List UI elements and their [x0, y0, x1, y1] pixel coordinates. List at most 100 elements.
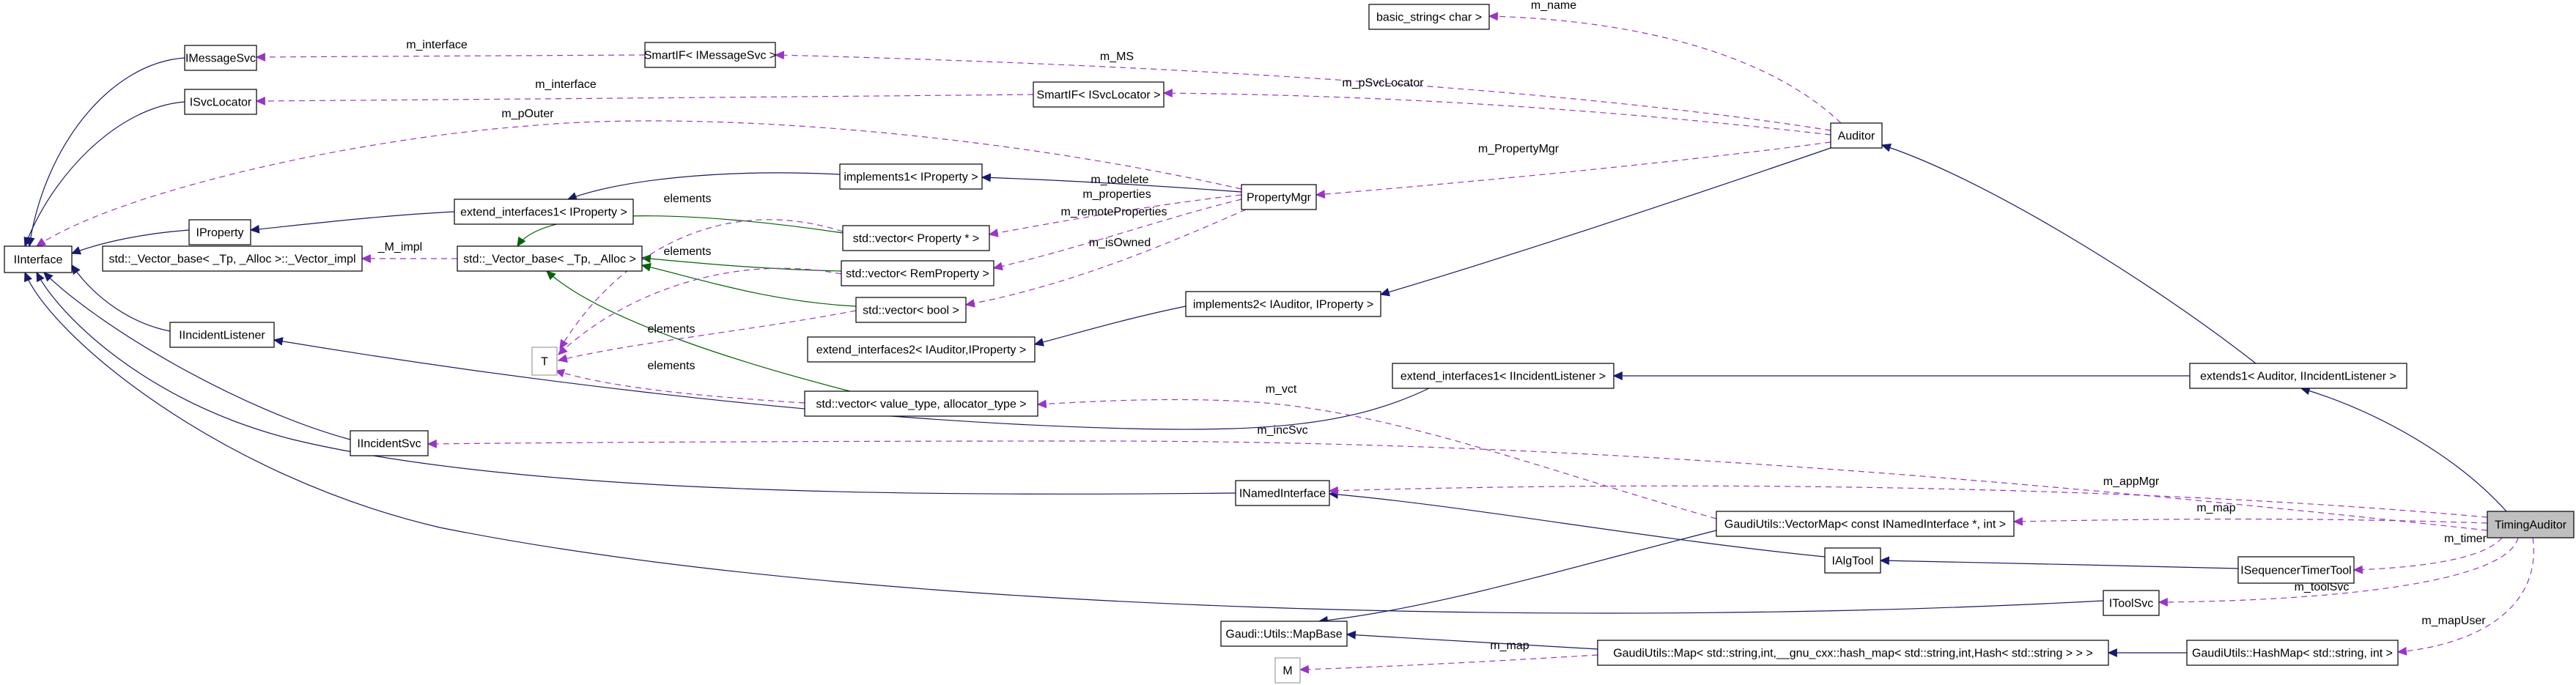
- edge-vec_bool-VectorBase: [641, 262, 857, 307]
- node-label-Auditor: Auditor: [1838, 130, 1875, 143]
- node-extends1[interactable]: extends1< Auditor, IIncidentListener >: [2189, 363, 2407, 389]
- edge-label-m_MS: m_MS: [1100, 51, 1134, 63]
- node-label-impl1_IProperty: implements1< IProperty >: [844, 171, 978, 184]
- node-SmartIF_IMessageSvc[interactable]: SmartIF< IMessageSvc >: [644, 42, 777, 68]
- edge-label-m_properties: m_properties: [1082, 188, 1151, 201]
- node-label-vec_valuetype: std::vector< value_type, allocator_type …: [816, 399, 1026, 411]
- node-box-IInterface: [4, 245, 73, 273]
- edge-TimingAuditor-IIncidentSvc: [427, 439, 2488, 531]
- node-ext2[interactable]: extend_interfaces2< IAuditor,IProperty >: [807, 336, 1036, 363]
- edge-label-elements: elements: [648, 323, 695, 336]
- node-label-ISvcLocator: ISvcLocator: [190, 97, 252, 109]
- node-box-IProperty: [188, 219, 251, 245]
- node-box-IIncidentListener: [169, 322, 275, 348]
- edge-TimingAuditor-HashMap: [2396, 537, 2534, 656]
- node-IAlgTool[interactable]: IAlgTool: [1824, 547, 1881, 574]
- edge-label-elements: elements: [648, 360, 695, 372]
- node-label-ext1_IIncidentListener: extend_interfaces1< IIncidentListener >: [1400, 371, 1606, 383]
- node-label-VectorMap: GaudiUtils::VectorMap< const INamedInter…: [1724, 519, 2006, 531]
- node-HashMap[interactable]: GaudiUtils::HashMap< std::string, int >: [2186, 640, 2399, 666]
- edge-IProperty-IInterface: [70, 229, 190, 255]
- edge-IAlgTool-INamedInterface: [1328, 490, 1826, 558]
- edge-INamedInterface-IInterface: [36, 271, 1236, 495]
- edge-impl1_IProperty-ext1_IProperty: [567, 172, 841, 201]
- edge-PropertyMgr-vec_bool: [964, 209, 1247, 308]
- node-box-HashMap: [2186, 640, 2399, 666]
- node-box-PropertyMgr: [1241, 184, 1317, 210]
- node-box-IIncidentSvc: [350, 430, 429, 456]
- edge-label-m_isOwned: m_isOwned: [1089, 237, 1151, 249]
- node-label-MapBase: Gaudi::Utils::MapBase: [1225, 629, 1342, 641]
- node-vec_valuetype[interactable]: std::vector< value_type, allocator_type …: [804, 390, 1038, 417]
- node-IMessageSvc[interactable]: IMessageSvc: [184, 45, 257, 71]
- node-IIncidentSvc[interactable]: IIncidentSvc: [350, 430, 429, 456]
- node-vec_RemProperty[interactable]: std::vector< RemProperty >: [841, 260, 994, 286]
- node-ext1_IIncidentListener[interactable]: extend_interfaces1< IIncidentListener >: [1392, 363, 1614, 389]
- edge-vec_bool-T: [557, 310, 857, 363]
- node-MapBase[interactable]: Gaudi::Utils::MapBase: [1220, 621, 1348, 647]
- node-box-IMessageSvc: [184, 45, 257, 71]
- node-box-MapBase: [1220, 621, 1348, 647]
- node-label-TimingAuditor: TimingAuditor: [2495, 519, 2567, 532]
- node-TimingAuditor[interactable]: TimingAuditor: [2487, 511, 2575, 538]
- node-label-HashMap: GaudiUtils::HashMap< std::string, int >: [2192, 648, 2393, 660]
- node-label-GaudiMap: GaudiUtils::Map< std::string,int,__gnu_c…: [1613, 648, 2093, 660]
- edge-label-m_pOuter: m_pOuter: [501, 108, 554, 120]
- node-vec_bool[interactable]: std::vector< bool >: [855, 297, 967, 323]
- node-label-PropertyMgr: PropertyMgr: [1247, 192, 1312, 204]
- edge-vec_RemProperty-VectorBase: [641, 254, 842, 272]
- node-label-INamedInterface: INamedInterface: [1239, 488, 1326, 500]
- node-label-SmartIF_ISvcLocator: SmartIF< ISvcLocator >: [1037, 89, 1161, 102]
- node-vec_PropertyPtr[interactable]: std::vector< Property * >: [842, 225, 990, 251]
- edge-Auditor-impl2: [1379, 147, 1831, 297]
- edge-PropertyMgr-impl1_IProperty: [981, 173, 1242, 193]
- edge-label-m_interface: m_interface: [406, 39, 468, 51]
- node-GaudiMap[interactable]: GaudiUtils::Map< std::string,int,__gnu_c…: [1597, 640, 2109, 666]
- node-basic_string[interactable]: basic_string< char >: [1368, 4, 1490, 30]
- node-ext1_IProperty[interactable]: extend_interfaces1< IProperty >: [454, 199, 634, 225]
- node-box-ISvcLocator: [184, 89, 257, 115]
- node-IProperty[interactable]: IProperty: [188, 219, 251, 245]
- edge-label-elements: elements: [664, 245, 712, 258]
- node-Auditor[interactable]: Auditor: [1830, 122, 1883, 149]
- node-VectorBase[interactable]: std::_Vector_base< _Tp, _Alloc >: [457, 245, 643, 272]
- node-label-IIncidentSvc: IIncidentSvc: [357, 438, 421, 451]
- edge-VectorMap-vec_valuetype: [1036, 399, 1717, 519]
- node-VectorImpl[interactable]: std::_Vector_base< _Tp, _Alloc >::_Vecto…: [102, 245, 363, 272]
- node-T: T: [531, 347, 558, 376]
- node-ISequencerTimerTool[interactable]: ISequencerTimerTool: [2237, 556, 2355, 584]
- edge-Auditor-SmartIF_IMessageSvc: [774, 51, 1831, 131]
- node-box-T: [531, 347, 558, 376]
- edge-impl2-ext2: [1033, 306, 1186, 347]
- node-label-impl2: implements2< IAuditor, IProperty >: [1193, 299, 1373, 311]
- edge-IIncidentSvc-IInterface: [43, 272, 351, 440]
- node-SmartIF_ISvcLocator[interactable]: SmartIF< ISvcLocator >: [1033, 81, 1165, 108]
- node-label-extends1: extends1< Auditor, IIncidentListener >: [2200, 371, 2396, 383]
- node-label-vec_RemProperty: std::vector< RemProperty >: [846, 268, 989, 281]
- edge-IToolSvc-IInterface: [24, 271, 2104, 614]
- node-IIncidentListener[interactable]: IIncidentListener: [169, 322, 275, 348]
- node-label-IIncidentListener: IIncidentListener: [179, 330, 265, 342]
- edge-label-m_pSvcLocator: m_pSvcLocator: [1342, 77, 1424, 89]
- node-box-ISequencerTimerTool: [2237, 556, 2355, 584]
- node-impl2[interactable]: implements2< IAuditor, IProperty >: [1185, 291, 1381, 317]
- node-label-IAlgTool: IAlgTool: [1832, 555, 1874, 568]
- node-IInterface[interactable]: IInterface: [4, 245, 73, 273]
- node-label-vec_PropertyPtr: std::vector< Property * >: [853, 233, 980, 245]
- node-label-SmartIF_IMessageSvc: SmartIF< IMessageSvc >: [644, 50, 777, 62]
- node-VectorMap[interactable]: GaudiUtils::VectorMap< const INamedInter…: [1716, 511, 2015, 537]
- node-box-M: [1274, 657, 1301, 684]
- edge-Auditor-SmartIF_ISvcLocator: [1162, 89, 1831, 136]
- node-impl1_IProperty[interactable]: implements1< IProperty >: [839, 163, 983, 190]
- node-IToolSvc[interactable]: IToolSvc: [2103, 590, 2160, 616]
- node-label-ext1_IProperty: extend_interfaces1< IProperty >: [460, 207, 627, 219]
- node-INamedInterface[interactable]: INamedInterface: [1235, 480, 1330, 506]
- node-PropertyMgr[interactable]: PropertyMgr: [1241, 184, 1317, 210]
- edge-TimingAuditor-ISequencerTimerTool: [2352, 537, 2503, 574]
- edge-vec_valuetype-T: [554, 369, 805, 404]
- node-ISvcLocator[interactable]: ISvcLocator: [184, 89, 257, 115]
- node-label-vec_bool: std::vector< bool >: [863, 305, 959, 317]
- edge-label-m_mapUser: m_mapUser: [2421, 615, 2486, 627]
- node-box-Auditor: [1830, 122, 1883, 149]
